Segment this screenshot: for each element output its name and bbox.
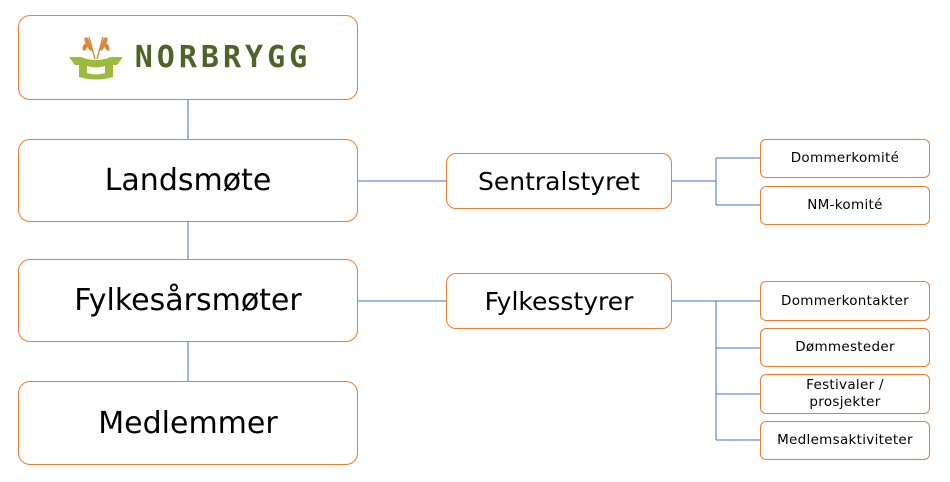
dommesteder-box: Dømmesteder — [760, 328, 930, 367]
logo-box: NORBRYGG — [18, 15, 358, 100]
nm-komite-label: NM-komité — [807, 197, 883, 214]
fylkesarsmoter-box: Fylkesårsmøter — [18, 259, 358, 342]
festivaler-box: Festivaler / prosjekter — [760, 374, 930, 414]
brewing-vessel-icon — [68, 36, 123, 79]
medlemmer-box: Medlemmer — [18, 381, 358, 465]
medlemmer-label: Medlemmer — [98, 405, 278, 441]
medlemsaktiviteter-label: Medlemsaktiviteter — [777, 432, 913, 449]
dommerkontakter-label: Dommerkontakter — [781, 292, 909, 309]
fylkesstyrer-label: Fylkesstyrer — [484, 286, 634, 316]
dommerkomite-box: Dommerkomité — [760, 139, 930, 178]
dommerkontakter-box: Dommerkontakter — [760, 281, 930, 321]
fylkesstyrer-box: Fylkesstyrer — [446, 273, 672, 329]
norbrygg-logo: NORBRYGG — [65, 33, 312, 83]
fylkesarsmoter-label: Fylkesårsmøter — [74, 283, 302, 318]
logo-text: NORBRYGG — [134, 40, 312, 75]
festivaler-label-line1: Festivaler / — [806, 377, 884, 394]
festivaler-label-line2: prosjekter — [809, 394, 881, 410]
sentralstyret-label: Sentralstyret — [478, 166, 640, 196]
dommerkomite-label: Dommerkomité — [790, 150, 900, 167]
landsmote-label: Landsmøte — [104, 163, 272, 198]
landsmote-box: Landsmøte — [18, 139, 358, 222]
medlemsaktiviteter-box: Medlemsaktiviteter — [760, 421, 930, 460]
dommesteder-label: Dømmesteder — [795, 339, 895, 356]
nm-komite-box: NM-komité — [760, 186, 930, 225]
sentralstyret-box: Sentralstyret — [446, 153, 672, 209]
